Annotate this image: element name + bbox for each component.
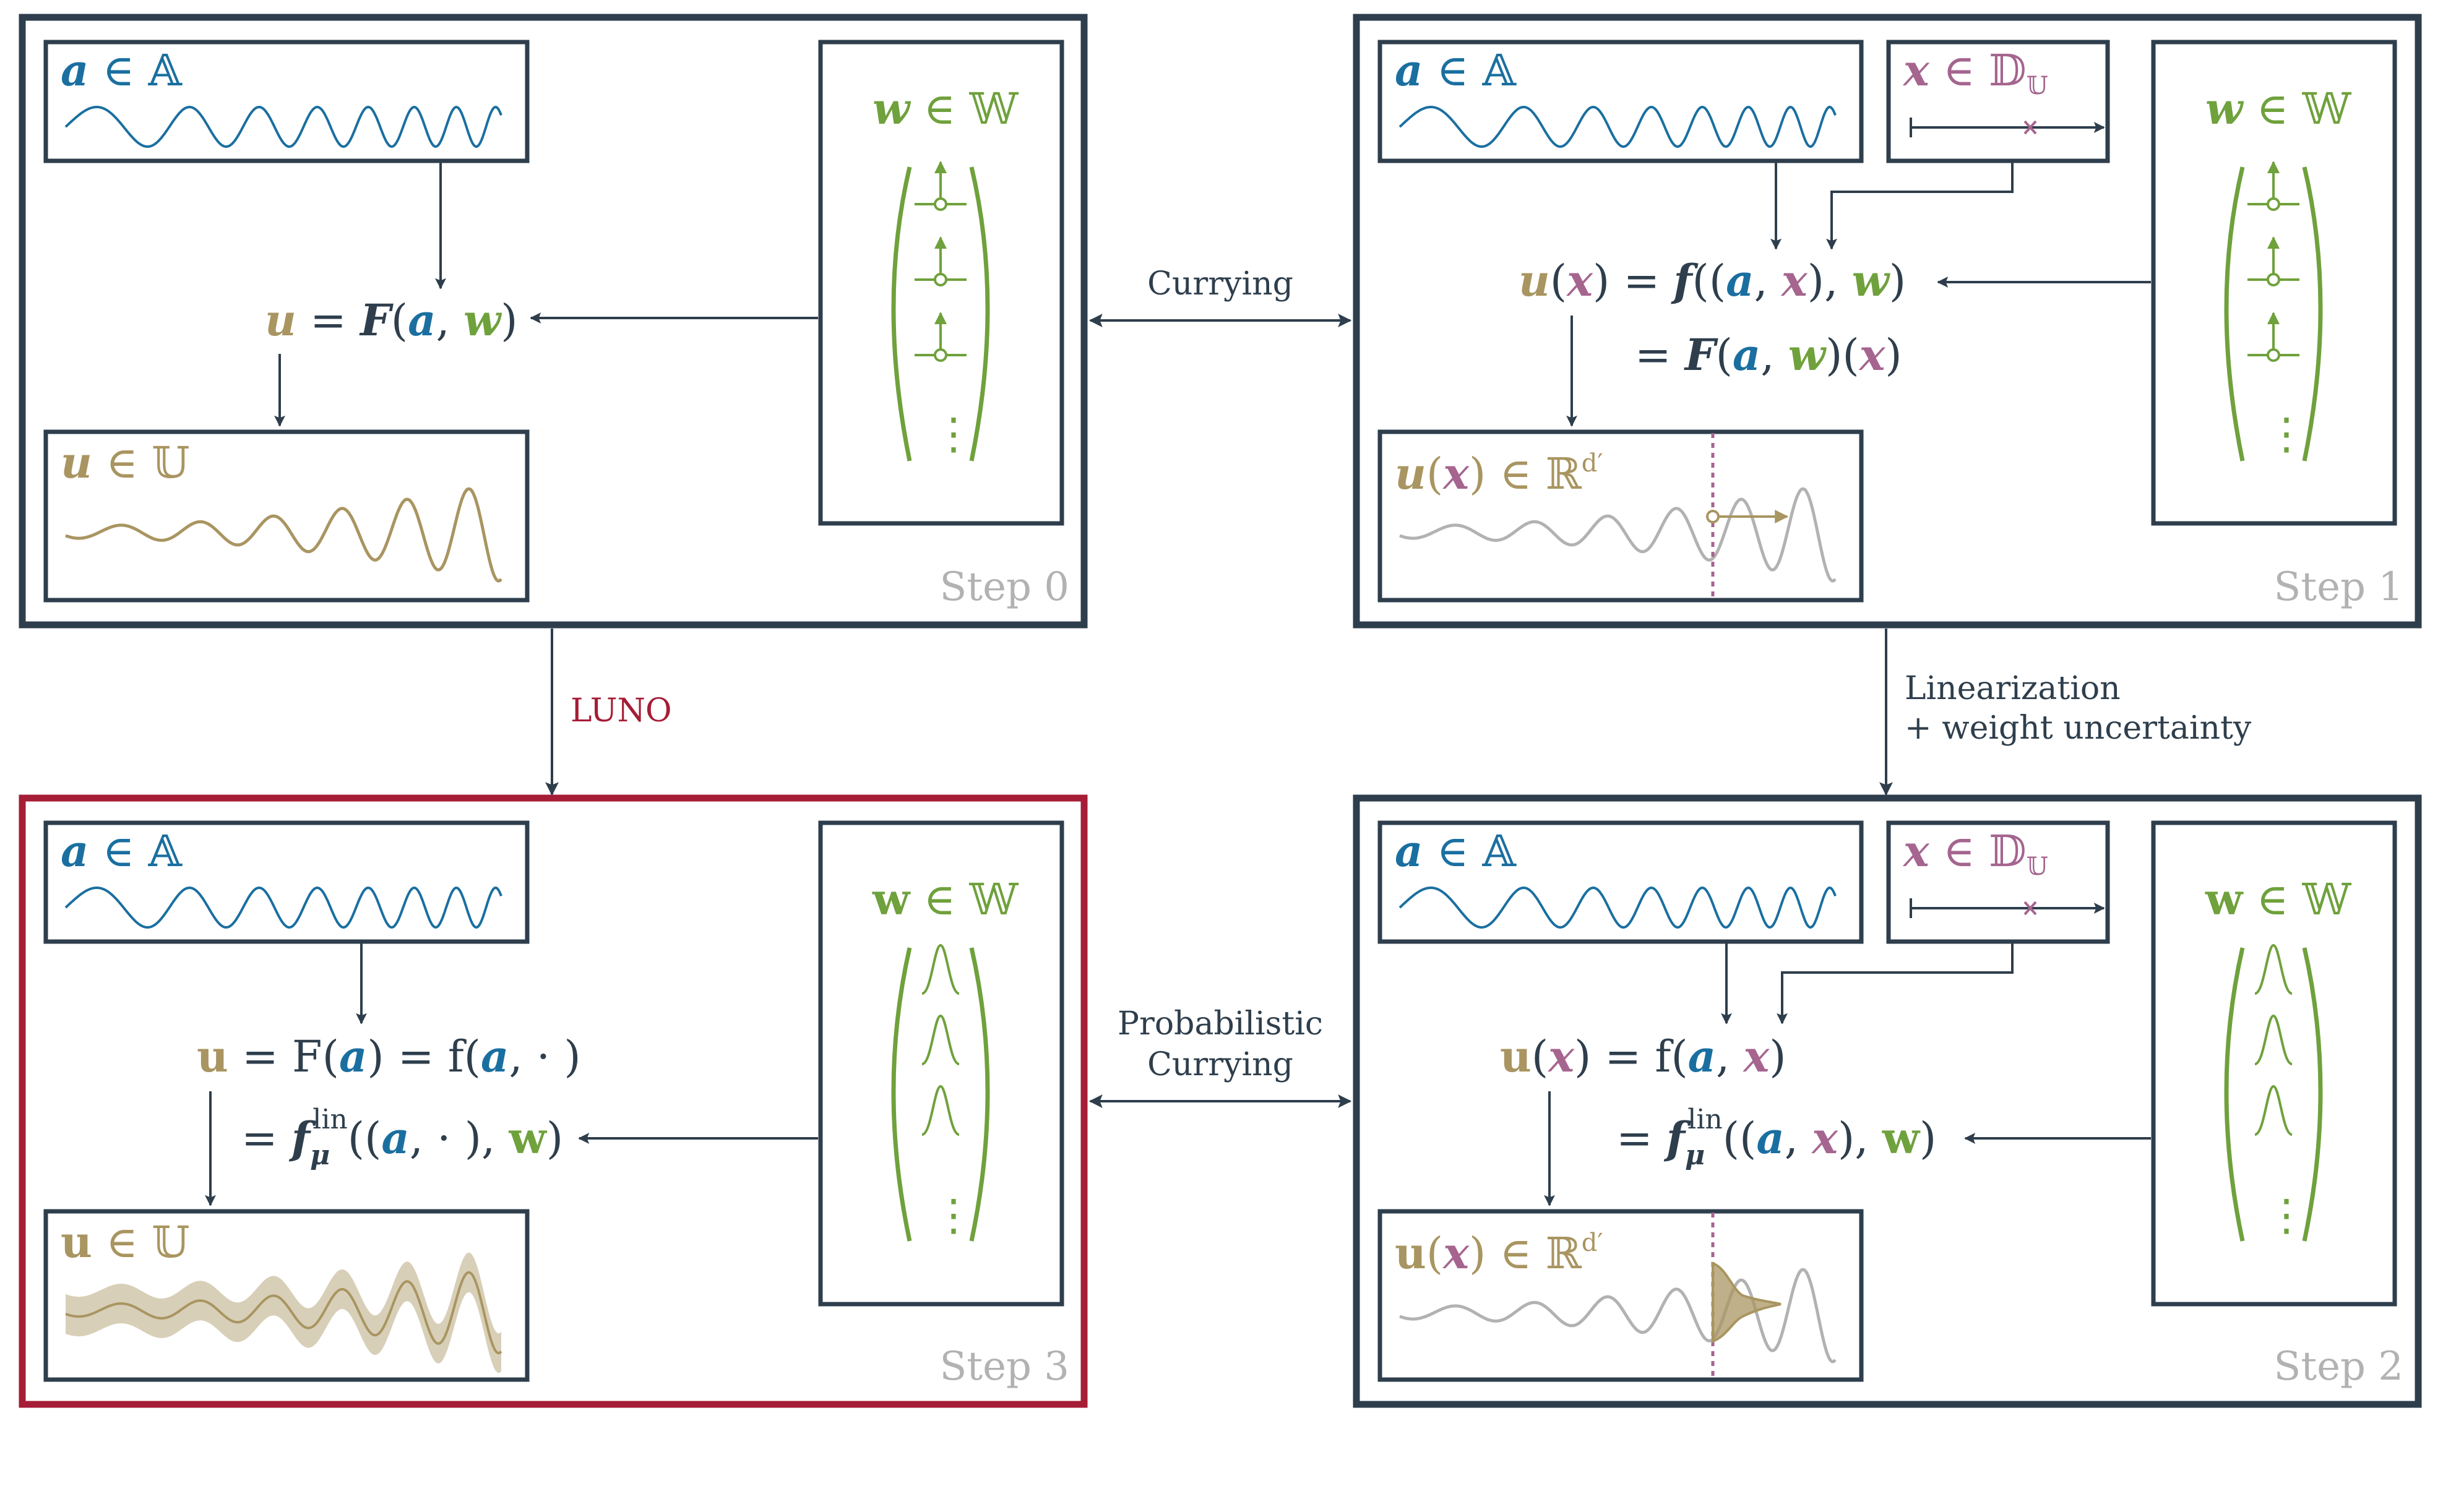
prob-currying-label-2: Currying: [1147, 1046, 1293, 1083]
step1-a-box: [1377, 40, 1864, 163]
step3-vector-dots: ⋮: [932, 1190, 975, 1240]
step0-w-box: [818, 40, 1064, 526]
step2-equation-line2: = fμlin((a, x), w): [1616, 1104, 1936, 1171]
step2-ux-label: u(x) ∈ ℝd′: [1395, 1227, 1603, 1279]
step2-equation-line1: u(x) = f(a, x): [1500, 1031, 1786, 1082]
step1-x-box: [1886, 40, 2110, 163]
step3-a-wave: [64, 886, 502, 929]
step2-x-label: x ∈ 𝔻𝕌: [1902, 825, 2048, 881]
linearization-label-2: + weight uncertainty: [1905, 710, 2252, 747]
step2-u-wave: [1399, 1268, 1837, 1364]
step1-u-wave: [1399, 487, 1837, 583]
step1-frame: [1353, 14, 2422, 629]
step2-a-wave: [1398, 886, 1837, 929]
step2-w-label: w ∈ 𝕎: [2205, 874, 2352, 925]
step3-equation-line2: = fμlin((a, · ), w): [241, 1104, 563, 1171]
step3-a-label: a ∈ 𝔸: [61, 825, 183, 877]
step0-panel: a ∈ 𝔸 w ∈ 𝕎 ⋮ u = F(a, w): [19, 14, 1088, 629]
step1-x-label: x ∈ 𝔻𝕌: [1902, 45, 2048, 100]
step3-w-box: [818, 820, 1064, 1307]
step2-panel: a ∈ 𝔸 x ∈ 𝔻𝕌 w ∈ 𝕎 ⋮ u(x) = f(a, x) = fμ…: [1353, 794, 2422, 1408]
step2-w-box: [2151, 820, 2397, 1307]
step3-panel: a ∈ 𝔸 w ∈ 𝕎 ⋮ u = F(a) = f(a, · ) = fμli…: [19, 794, 1088, 1408]
step2-a-label: a ∈ 𝔸: [1395, 825, 1517, 877]
step2-marginal-density: [1712, 1261, 1782, 1343]
step0-u-box: [43, 429, 530, 603]
step1-equation-line2: = F(a, w)(x): [1635, 329, 1902, 380]
step2-x-box: [1886, 820, 2110, 944]
step3-u-mean: [65, 1271, 502, 1355]
luno-label: LUNO: [571, 692, 672, 729]
step1-label: Step 1: [2274, 564, 2403, 610]
step0-frame: [19, 14, 1088, 629]
step1-weight-vector: ⋮: [2224, 161, 2323, 462]
step0-a-label: a ∈ 𝔸: [61, 45, 183, 96]
step1-ux-box: [1377, 429, 1864, 603]
step2-ux-box: [1377, 1209, 1864, 1382]
step0-equation: u = F(a, w): [265, 294, 518, 346]
step2-x-domain: [1910, 898, 2105, 918]
step2-a-box: [1377, 820, 1864, 944]
step1-w-box: [2151, 40, 2397, 526]
step0-u-wave: [65, 487, 502, 583]
step3-equation-line1: u = F(a) = f(a, · ): [197, 1031, 581, 1082]
step1-a-label: a ∈ 𝔸: [1395, 45, 1517, 96]
step0-vector-dots: ⋮: [932, 408, 975, 459]
step3-a-box: [43, 820, 530, 944]
step0-weight-vector: ⋮: [891, 161, 990, 462]
step3-frame: [19, 794, 1088, 1408]
linearization-label-1: Linearization: [1905, 670, 2121, 707]
step0-u-label: u ∈ 𝕌: [61, 437, 189, 488]
step2-frame: [1353, 794, 2422, 1408]
prob-currying-label-1: Probabilistic: [1118, 1005, 1323, 1042]
step0-a-wave: [64, 105, 502, 148]
step1-a-wave: [1398, 105, 1837, 148]
step1-vector-dots: ⋮: [2265, 408, 2308, 459]
step0-a-box: [43, 40, 530, 163]
step0-w-label: w ∈ 𝕎: [872, 83, 1019, 134]
step1-ux-label: u(x) ∈ ℝd′: [1395, 448, 1603, 499]
step0-label: Step 0: [940, 564, 1069, 610]
step2-label: Step 2: [2274, 1344, 2403, 1390]
step1-panel: a ∈ 𝔸 x ∈ 𝔻𝕌 w ∈ 𝕎: [1353, 14, 2422, 629]
step2-vector-dots: ⋮: [2265, 1190, 2308, 1240]
edges: Currying Probabilistic Currying LUNO Lin…: [545, 265, 2252, 1108]
step3-u-label: u ∈ 𝕌: [61, 1216, 189, 1268]
step3-u-uncertainty-band: [66, 1252, 501, 1373]
currying-label: Currying: [1147, 265, 1293, 303]
step1-equation-line1: u(x) = f((a, x), w): [1519, 255, 1906, 306]
step3-label: Step 3: [940, 1344, 1069, 1390]
step2-weight-distribution: ⋮: [2224, 943, 2323, 1242]
step3-w-label: w ∈ 𝕎: [872, 874, 1019, 925]
step3-u-box: [43, 1209, 530, 1382]
step1-x-domain: [1910, 118, 2105, 137]
step3-weight-distribution: ⋮: [891, 943, 990, 1242]
step1-w-label: w ∈ 𝕎: [2205, 83, 2352, 134]
